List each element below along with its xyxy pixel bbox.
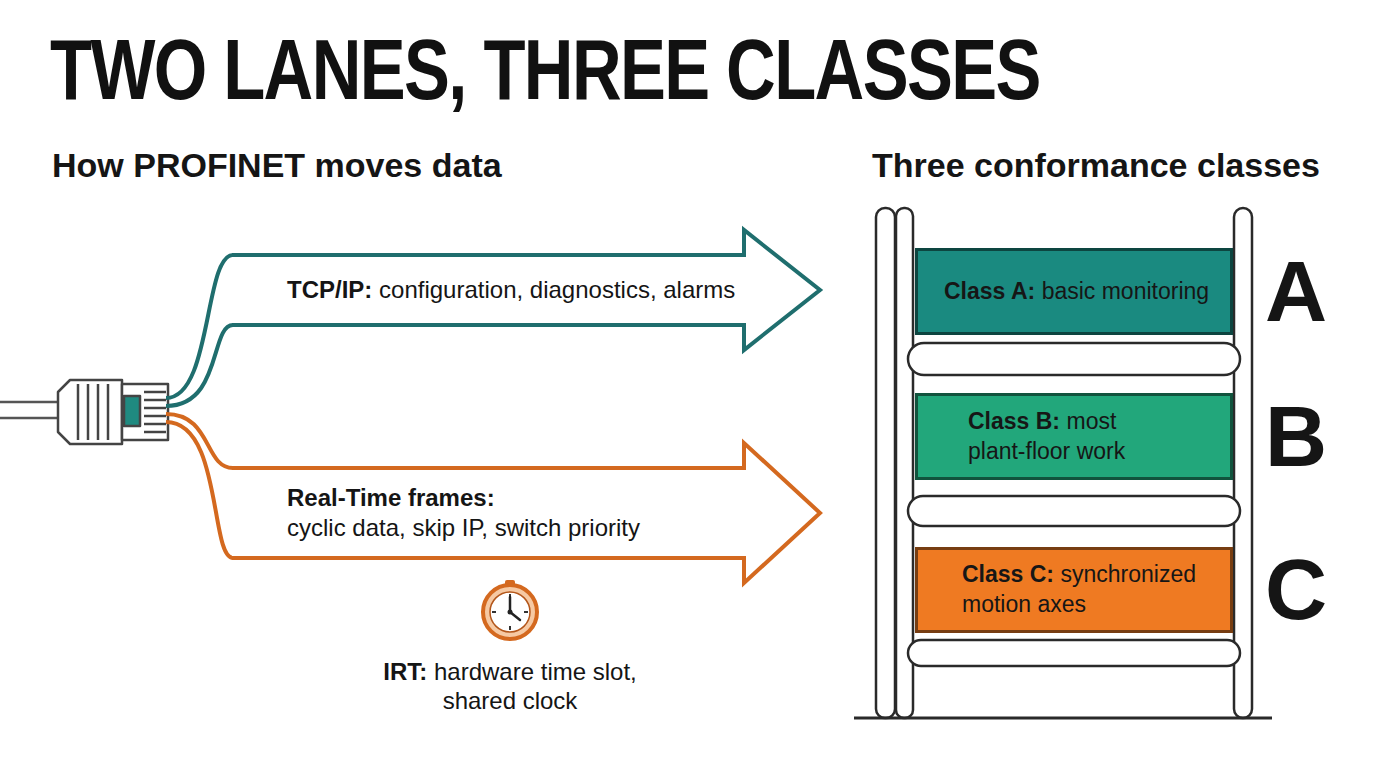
section-heading: How PROFINET moves data	[52, 146, 502, 185]
arrow-text: Real-Time frames:cyclic data, skip IP, s…	[287, 468, 784, 558]
section-heading: Three conformance classes	[872, 146, 1320, 185]
class-b-rung: Class B:most plant-floor work	[915, 393, 1233, 480]
text-body: configuration, diagnostics, alarms	[379, 276, 735, 303]
clock-icon	[483, 580, 537, 639]
ethernet-cable	[0, 402, 62, 418]
arrow-text-inner: TCP/IP: configuration, diagnostics, alarm…	[287, 275, 784, 305]
text-heading: Class C:	[962, 561, 1054, 587]
note-heading: IRT:	[383, 658, 427, 685]
text-body: cyclic data, skip IP, switch priority	[287, 513, 784, 543]
note-text: hardware time slot, shared clock	[434, 658, 637, 714]
rung-text: Class C:synchronized motion axes	[962, 560, 1212, 620]
text-heading: Real-Time frames:	[287, 483, 784, 513]
text-heading: Class B:	[968, 408, 1060, 434]
class-letter: C	[1256, 538, 1336, 641]
rung-text: Class A: basic monitoring	[944, 277, 1209, 307]
cable-strands	[166, 255, 233, 558]
arrow-outline	[232, 440, 824, 586]
diagram-title: TWO LANES, THREE CLASSES	[50, 22, 1040, 117]
class-c-rung: Class C:synchronized motion axes	[915, 547, 1233, 633]
text-body: basic monitoring	[1042, 278, 1209, 304]
class-letter: B	[1256, 385, 1336, 488]
class-letter: A	[1256, 240, 1336, 343]
tcp-ip-lane-arrow: TCP/IP: configuration, diagnostics, alarm…	[232, 226, 824, 354]
ladder	[854, 208, 1272, 718]
text-heading: Class A:	[944, 278, 1035, 304]
real-time-lane-arrow: Real-Time frames:cyclic data, skip IP, s…	[232, 440, 824, 586]
rj45-plug	[58, 380, 168, 444]
class-a-rung: Class A: basic monitoring	[915, 248, 1233, 335]
rung-text: Class B:most plant-floor work	[968, 407, 1158, 467]
text-heading: TCP/IP:	[287, 276, 372, 303]
irt-note: IRT: hardware time slot, shared clock	[360, 658, 660, 716]
arrow-text-inner: Real-Time frames:cyclic data, skip IP, s…	[287, 483, 784, 543]
arrow-path	[232, 443, 820, 583]
arrow-path	[232, 230, 820, 350]
arrow-text: TCP/IP: configuration, diagnostics, alarm…	[287, 255, 784, 325]
